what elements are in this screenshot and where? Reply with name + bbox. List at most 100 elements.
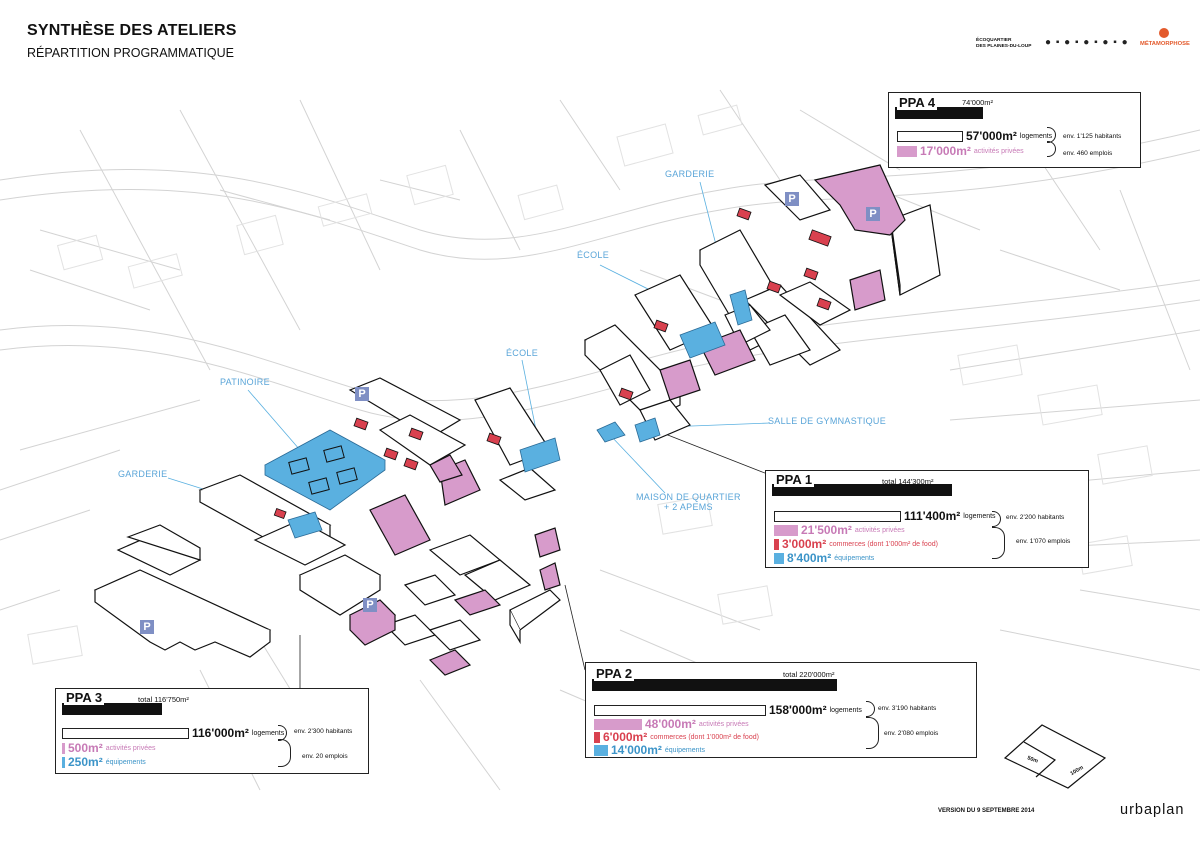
- metamorphose-icon: [1159, 28, 1169, 38]
- ppa3-total: total 116'750m²: [138, 695, 189, 704]
- ppa4-title-bar: [895, 107, 983, 119]
- ppa3-logements-unit: logements: [251, 729, 285, 737]
- parking-icon: P: [143, 621, 151, 633]
- ppa1-commerces-row: 3'000m² commerces (dont 1'000m² de food): [774, 537, 938, 551]
- ppa1-total: total 144'300m²: [882, 477, 934, 486]
- ppa2-commerces-row: 6'000m² commerces (dont 1'000m² de food): [594, 730, 759, 744]
- ppa2-commerces-unit: commerces (dont 1'000m² de food): [650, 733, 759, 741]
- ppa1-activites-unit: activités privées: [854, 526, 905, 534]
- ppa2-emplois: env. 2'080 emplois: [884, 730, 939, 737]
- parking-markers: [140, 192, 880, 634]
- axonometric-map: [0, 89, 1200, 791]
- ppa1-brace: [992, 527, 1005, 559]
- ppa1-logements-row: 111'400m² logements: [774, 509, 996, 523]
- ppa1-activites-value: 21'500m²: [801, 523, 852, 537]
- ppa4-activites-swatch: [897, 145, 917, 157]
- ppa3-emplois: env. 20 emplois: [302, 753, 348, 760]
- version-note: VERSION DU 9 SEPTEMBRE 2014: [938, 808, 1035, 814]
- ppa2-equip-unit: équipements: [664, 746, 705, 754]
- ppa4-activites-unit: activités privées: [973, 147, 1024, 155]
- ppa3-activites-unit: activités privées: [105, 744, 156, 752]
- ppa2-code: PPA 2: [594, 666, 635, 681]
- label-ecole-top: ÉCOLE: [577, 250, 610, 260]
- ppa3-logements-value: 116'000m²: [192, 726, 249, 740]
- ppa1-brace: [992, 511, 1001, 527]
- ppa4-activites-row: 17'000m² activités privées: [897, 144, 1024, 158]
- parking-icon: P: [788, 193, 796, 205]
- urbaplan-logo: urbaplan: [1120, 802, 1185, 818]
- ppa1-equip-swatch: [774, 552, 784, 564]
- ppa1-activites-row: 21'500m² activités privées: [774, 523, 905, 537]
- ppa3-code: PPA 3: [64, 690, 105, 705]
- ppa1-logements-swatch: [774, 510, 901, 522]
- ppa1-logements-unit: logements: [963, 512, 996, 520]
- ppa1-logements-value: 111'400m²: [904, 509, 961, 523]
- ecoquartier-logo-line2: DES PLAINES-DU-LOUP: [976, 44, 1032, 49]
- ppa2-title-bar: [592, 679, 837, 691]
- label-salle-gym: SALLE DE GYMNASTIQUE: [768, 416, 887, 426]
- ppa1-equip-row: 8'400m² équipements: [774, 551, 874, 565]
- scale-diagram: [1003, 724, 1107, 789]
- ecoquartier-logo-line1: ÉCOQUARTIER: [976, 38, 1012, 43]
- ppa1-box: PPA 1 total 144'300m² 111'400m² logement…: [765, 470, 1089, 568]
- parking-icon: P: [358, 388, 366, 400]
- ppa2-brace: [866, 717, 879, 749]
- ppa2-habitants: env. 3'190 habitants: [878, 705, 937, 712]
- ppa1-emplois: env. 1'070 emplois: [1016, 538, 1071, 545]
- ppa2-total: total 220'000m²: [783, 670, 835, 679]
- ppa1-commerces-unit: commerces (dont 1'000m² de food): [829, 540, 938, 548]
- label-ecole-mid: ÉCOLE: [506, 348, 539, 358]
- ppa2-commerces-swatch: [594, 731, 600, 743]
- ppa3-activites-swatch: [62, 742, 65, 754]
- ppa4-brace: [1047, 141, 1056, 157]
- ppa4-box: PPA 4 74'000m² 57'000m² logements 17'000…: [888, 92, 1141, 168]
- ppa4-emplois: env. 460 emplois: [1063, 150, 1113, 157]
- label-maison-line2: + 2 APEMS: [663, 502, 713, 512]
- ppa1-code: PPA 1: [774, 472, 815, 487]
- ppa3-title-bar: [62, 703, 162, 715]
- ppa4-logements-row: 57'000m² logements: [897, 129, 1052, 143]
- ppa1-equip-unit: équipements: [834, 554, 875, 562]
- ppa1-activites-swatch: [774, 524, 798, 536]
- ppa4-total: 74'000m²: [962, 98, 994, 107]
- label-maison-quartier: MAISON DE QUARTIER + 2 APEMS: [636, 492, 741, 512]
- ppa2-logements-unit: logements: [829, 706, 862, 714]
- ppa2-activites-row: 48'000m² activités privées: [594, 717, 749, 731]
- label-patinoire: PATINOIRE: [220, 377, 270, 387]
- ppa3-brace: [278, 739, 291, 767]
- ppa1-equip-value: 8'400m²: [787, 551, 832, 565]
- ecoquartier-logo: ÉCOQUARTIER DES PLAINES-DU-LOUP: [976, 38, 1031, 50]
- ppa1-commerces-swatch: [774, 538, 779, 550]
- ppa2-commerces-value: 6'000m²: [603, 730, 648, 744]
- page-title: SYNTHÈSE DES ATELIERS: [27, 22, 237, 39]
- ppa4-activites-value: 17'000m²: [920, 144, 971, 158]
- ppa2-activites-swatch: [594, 718, 642, 730]
- ppa3-box: PPA 3 total 116'750m² 116'000m² logement…: [55, 688, 369, 774]
- ppa3-activites-value: 500m²: [68, 741, 103, 755]
- ppa4-code: PPA 4: [897, 95, 938, 110]
- ppa2-equip-swatch: [594, 744, 608, 756]
- ppa1-habitants: env. 2'200 habitants: [1006, 514, 1065, 521]
- scale-inner: [1023, 741, 1057, 778]
- ppa2-logements-row: 158'000m² logements: [594, 703, 862, 717]
- ppa4-logements-value: 57'000m²: [966, 129, 1017, 143]
- label-garderie-top: GARDERIE: [665, 169, 715, 179]
- ppa2-logements-swatch: [594, 704, 766, 716]
- ppa3-activites-row: 500m² activités privées: [62, 741, 155, 755]
- parking-icon: P: [366, 599, 374, 611]
- ppa2-brace: [866, 701, 875, 717]
- ppa4-logements-unit: logements: [1019, 132, 1053, 140]
- ppa2-equip-row: 14'000m² équipements: [594, 743, 705, 757]
- ppa2-logements-value: 158'000m²: [769, 703, 827, 717]
- label-maison-line1: MAISON DE QUARTIER: [636, 492, 741, 502]
- label-garderie-left: GARDERIE: [118, 469, 168, 479]
- parking-icon: P: [869, 208, 877, 220]
- rink-markings: [288, 445, 358, 495]
- ppa2-activites-unit: activités privées: [698, 720, 749, 728]
- ppa4-habitants: env. 1'125 habitants: [1063, 133, 1122, 140]
- box-leaders: [299, 429, 771, 690]
- scale-outline: [1003, 724, 1107, 789]
- ppa3-equip-row: 250m² équipements: [62, 755, 146, 769]
- ppa2-equip-value: 14'000m²: [611, 743, 662, 757]
- ppa2-activites-value: 48'000m²: [645, 717, 696, 731]
